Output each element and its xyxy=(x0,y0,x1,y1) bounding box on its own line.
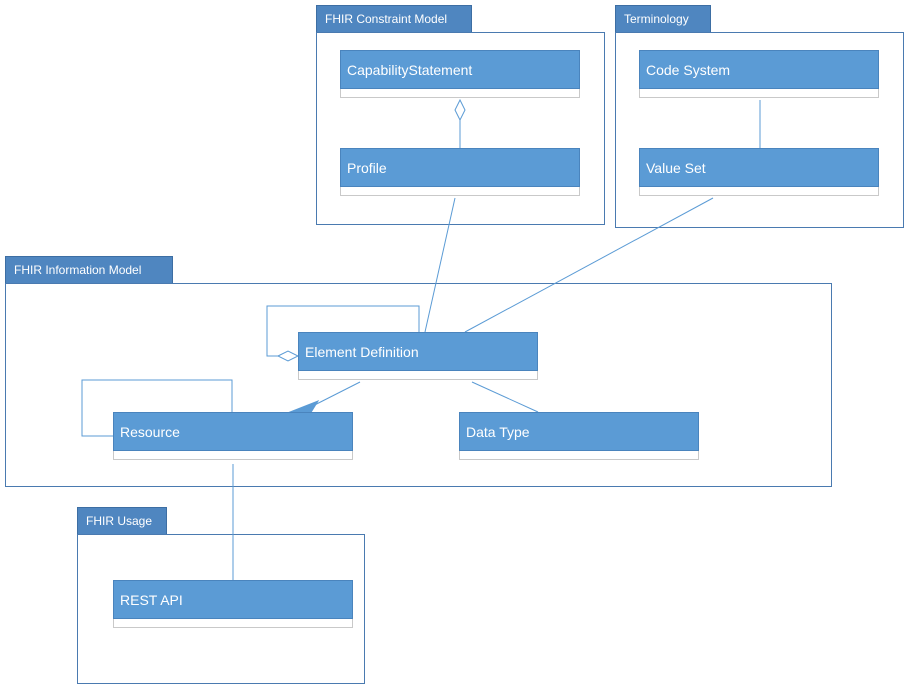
class-profile-label: Profile xyxy=(340,148,580,187)
class-compartment xyxy=(639,89,879,98)
class-compartment xyxy=(113,619,353,628)
self-aggregation-diamond-icon xyxy=(276,350,300,362)
link-elementdef-datatype xyxy=(471,381,539,413)
class-resource[interactable]: Resource xyxy=(113,412,353,460)
aggregation-diamond-icon xyxy=(454,98,466,122)
package-tab-terminology: Terminology xyxy=(615,5,711,33)
class-compartment xyxy=(340,89,580,98)
class-value-set[interactable]: Value Set xyxy=(639,148,879,196)
class-data-type-label: Data Type xyxy=(459,412,699,451)
class-resource-label: Resource xyxy=(113,412,353,451)
class-compartment xyxy=(298,371,538,380)
class-compartment xyxy=(639,187,879,196)
class-element-definition[interactable]: Element Definition xyxy=(298,332,538,380)
class-compartment xyxy=(113,451,353,460)
class-rest-api-label: REST API xyxy=(113,580,353,619)
class-value-set-label: Value Set xyxy=(639,148,879,187)
link-resource-self xyxy=(81,379,233,437)
class-code-system-label: Code System xyxy=(639,50,879,89)
class-element-definition-label: Element Definition xyxy=(298,332,538,371)
class-capability-statement[interactable]: CapabilityStatement xyxy=(340,50,580,98)
class-code-system[interactable]: Code System xyxy=(639,50,879,98)
package-tab-usage: FHIR Usage xyxy=(77,507,167,535)
class-profile[interactable]: Profile xyxy=(340,148,580,196)
link-valueset-elementdef xyxy=(464,197,714,333)
link-profile-elementdef xyxy=(424,197,456,333)
package-tab-constraint: FHIR Constraint Model xyxy=(316,5,472,33)
class-capability-statement-label: CapabilityStatement xyxy=(340,50,580,89)
class-data-type[interactable]: Data Type xyxy=(459,412,699,460)
class-compartment xyxy=(340,187,580,196)
class-rest-api[interactable]: REST API xyxy=(113,580,353,628)
class-compartment xyxy=(459,451,699,460)
